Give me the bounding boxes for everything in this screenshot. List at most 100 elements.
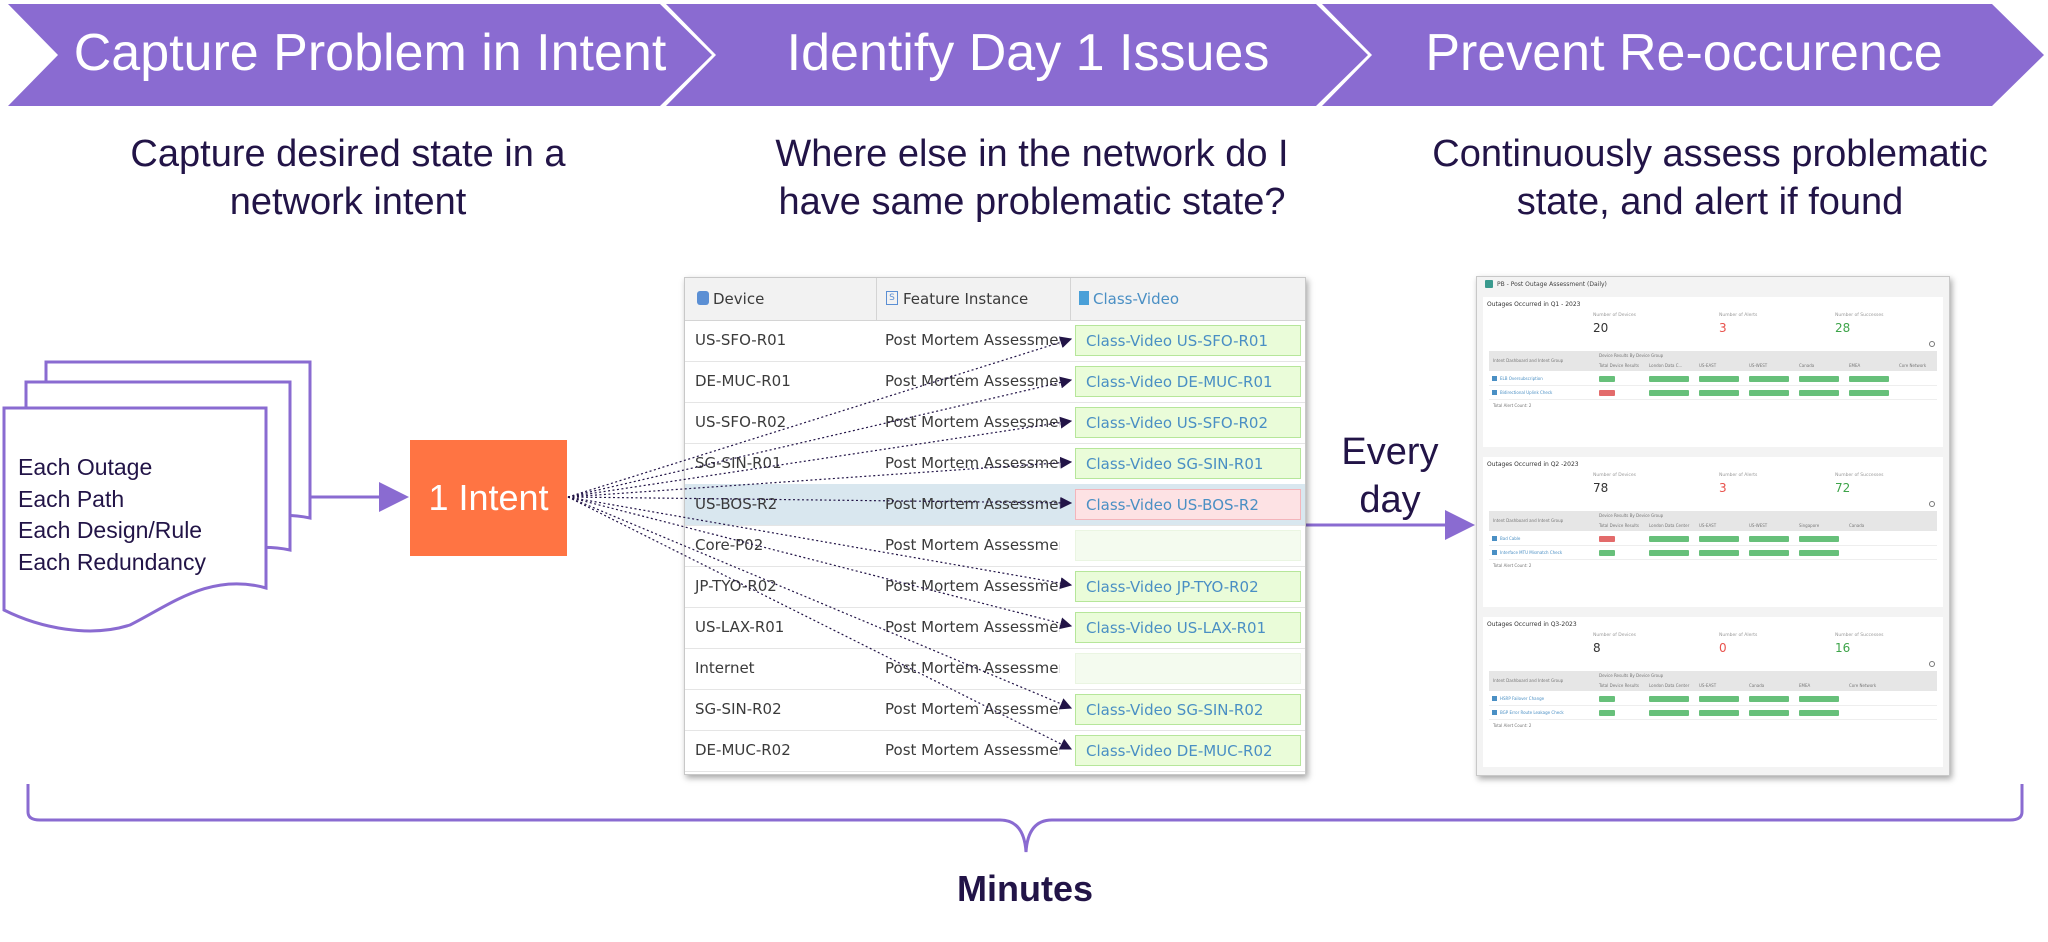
result-pill [1649, 696, 1689, 702]
grid-column-header: Singapore [1799, 523, 1820, 528]
search-icon[interactable] [1929, 341, 1935, 347]
row-checkbox[interactable] [1492, 696, 1497, 701]
feature-instance-cell: Post Mortem Assessment (I... [885, 659, 1060, 677]
class-video-cell[interactable]: Class-Video JP-TYO-R02 [1075, 571, 1301, 602]
result-pill [1749, 696, 1789, 702]
result-pill [1749, 536, 1789, 542]
description-prevent: Continuously assess problematic state, a… [1432, 133, 1988, 223]
feature-instance-cell: Post Mortem Assessment (J... [885, 577, 1060, 595]
row-label[interactable]: ELB Oversubscription [1500, 376, 1543, 381]
row-checkbox[interactable] [1492, 536, 1497, 541]
row-checkbox[interactable] [1492, 376, 1497, 381]
search-icon[interactable] [1929, 661, 1935, 667]
results-grid-row[interactable]: ELB Oversubscription [1489, 373, 1937, 386]
class-video-cell[interactable]: Class-Video US-SFO-R02 [1075, 407, 1301, 438]
result-pill [1599, 376, 1615, 382]
column-header-feature-instance[interactable]: Feature Instance [903, 290, 1029, 308]
stat-label: Number of Devices [1593, 313, 1637, 318]
result-pill [1799, 550, 1839, 556]
grid-column-header: US-EAST [1699, 363, 1717, 368]
results-grid-row[interactable]: HSRP Failover Change [1489, 693, 1937, 706]
grid-header-label: Device Results By Device Group [1599, 353, 1664, 358]
table-header: Device S Feature Instance Class-Video [685, 278, 1305, 321]
result-pill [1699, 550, 1739, 556]
row-checkbox[interactable] [1492, 550, 1497, 555]
result-pill [1849, 376, 1889, 382]
description-capture: Capture desired state in a network inten… [130, 133, 566, 223]
column-header-class-video[interactable]: Class-Video [1093, 290, 1180, 308]
results-grid-row[interactable]: Bad Cable [1489, 533, 1937, 546]
class-video-cell[interactable]: Class-Video DE-MUC-R02 [1075, 735, 1301, 766]
class-video-cell[interactable]: Class-Video US-SFO-R01 [1075, 325, 1301, 356]
total-alert-count: Total Alert Count: 2 [1493, 403, 1532, 408]
dashboard-title: PB - Post Outage Assessment (Daily) [1497, 281, 1607, 288]
row-label[interactable]: BGP Error Route Leakage Check [1500, 710, 1564, 715]
class-video-cell-alert[interactable]: Class-Video US-BOS-R2 [1075, 489, 1301, 520]
class-video-cell[interactable]: Class-Video SG-SIN-R01 [1075, 448, 1301, 479]
row-label[interactable]: HSRP Failover Change [1500, 696, 1545, 701]
grid-column-header: EMEA [1799, 683, 1811, 688]
results-grid-row[interactable]: BGP Error Route Leakage Check [1489, 707, 1937, 720]
feature-instance-cell: Post Mortem Assessment (... [885, 372, 1060, 390]
grid-column-header: Canada [1799, 363, 1815, 368]
column-header-device[interactable]: Device [713, 290, 765, 308]
stat-label: Number of Alerts [1719, 313, 1758, 318]
stat-label: Number of Alerts [1719, 633, 1758, 638]
feature-column-icon: S [886, 291, 898, 305]
assessment-dashboard: PB - Post Outage Assessment (Daily) Outa… [1476, 276, 1950, 776]
result-pill [1749, 550, 1789, 556]
row-label[interactable]: Bad Cable [1500, 536, 1521, 541]
class-video-cell[interactable]: Class-Video SG-SIN-R02 [1075, 694, 1301, 725]
result-pill [1649, 710, 1689, 716]
class-video-cell[interactable] [1075, 530, 1301, 561]
grid-header-label: Device Results By Device Group [1599, 513, 1664, 518]
banner-step-3-label: Prevent Re-occurence [1425, 24, 1943, 82]
grid-column-header: US-WEST [1749, 363, 1768, 368]
class-video-cell[interactable] [1075, 653, 1301, 684]
stat-value-alerts: 3 [1719, 481, 1727, 495]
total-alert-count: Total Alert Count: 2 [1493, 563, 1532, 568]
result-pill [1699, 376, 1739, 382]
result-pill [1749, 390, 1789, 396]
results-grid-row[interactable]: Interface MTU Mismatch Check [1489, 547, 1937, 560]
feature-instance-cell: Post Mortem Assessment (... [885, 741, 1060, 759]
row-checkbox[interactable] [1492, 710, 1497, 715]
results-grid-row[interactable]: Bidirectional Uplink Check [1489, 387, 1937, 400]
grid-column-header: US-EAST [1699, 523, 1717, 528]
class-video-cell[interactable]: Class-Video US-LAX-R01 [1075, 612, 1301, 643]
stat-label: Number of Successes [1835, 633, 1884, 638]
device-cell: US-LAX-R01 [695, 618, 785, 636]
device-cell: SG-SIN-R02 [695, 700, 782, 718]
grid-column-header: Core Network [1849, 683, 1877, 688]
search-icon[interactable] [1929, 501, 1935, 507]
class-video-cell[interactable]: Class-Video DE-MUC-R01 [1075, 366, 1301, 397]
grid-column-header: US-EAST [1699, 683, 1717, 688]
stat-value-successes: 28 [1835, 321, 1851, 335]
result-pill [1749, 710, 1789, 716]
grid-column-header: London Data Center [1649, 523, 1690, 528]
classvideo-column-icon [1079, 291, 1089, 305]
document-text: Each Outage Each Path Each Design/Rule E… [18, 452, 206, 578]
row-label[interactable]: Interface MTU Mismatch Check [1500, 550, 1563, 555]
grid-header-label: Device Results By Device Group [1599, 673, 1664, 678]
grid-column-header: Total Device Results [1599, 523, 1640, 528]
row-checkbox[interactable] [1492, 390, 1497, 395]
intent-box: 1 Intent [410, 440, 567, 556]
result-pill [1649, 390, 1689, 396]
result-pill [1849, 390, 1889, 396]
row-label[interactable]: Bidirectional Uplink Check [1500, 390, 1553, 395]
result-pill [1699, 696, 1739, 702]
result-pill [1649, 536, 1689, 542]
